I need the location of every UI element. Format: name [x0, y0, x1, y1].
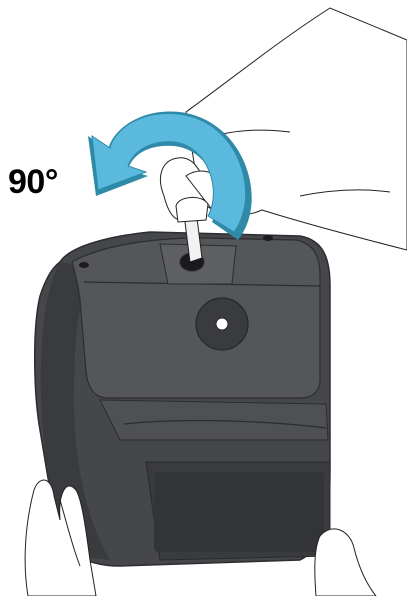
paper-slot-inner: [154, 472, 324, 552]
lid-release-button-center: [216, 318, 228, 330]
lid-hole-right: [263, 235, 273, 241]
key-bow: [176, 197, 208, 222]
printer-front-band: [100, 400, 328, 440]
lid-hole-left: [79, 262, 89, 268]
right-hand: [315, 529, 376, 596]
rotation-angle-label: 90°: [8, 163, 58, 202]
